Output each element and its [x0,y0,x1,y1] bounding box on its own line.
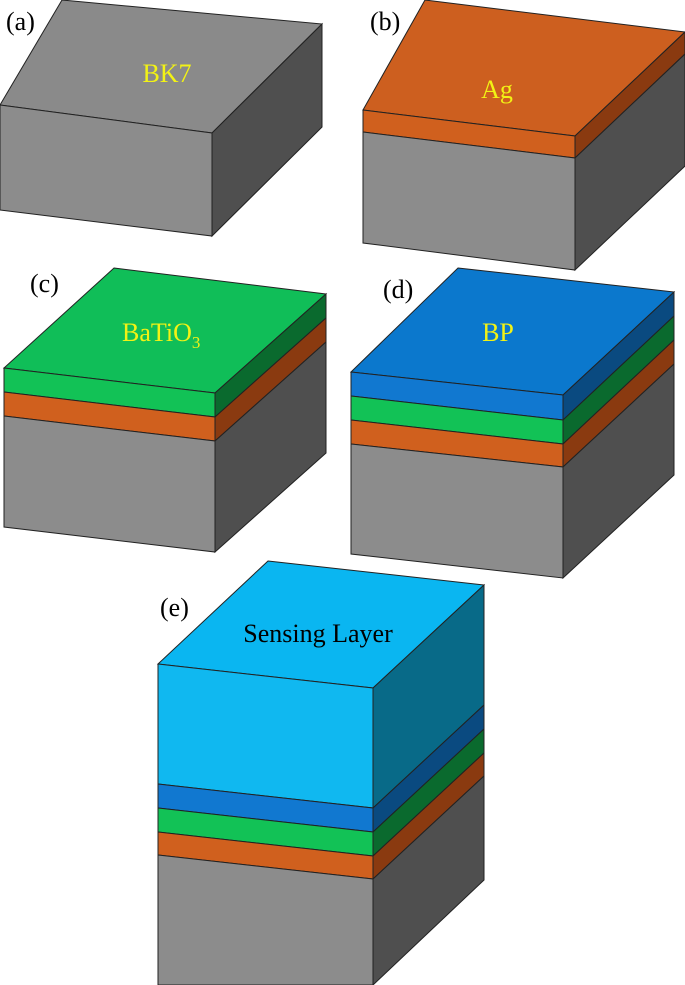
panel-e-label: (e) [160,593,189,622]
panel-d-layer-label: BP [482,318,514,347]
panel-c-layer-label: BaTiO3 [122,318,200,352]
panel-b: (b) Ag [362,0,685,272]
panel-e: (e) Sensing Layer [156,560,486,985]
panel-d: (d) BP [349,267,676,580]
panel-b-ag-side [574,31,685,160]
panel-e-sensing-front [157,663,374,809]
panel-e-layer-label: Sensing Layer [243,619,393,648]
panel-d-substrate-front [350,443,564,579]
panel-a-layer-label: BK7 [142,59,191,88]
panel-c-label: (c) [30,269,59,298]
panel-e-substrate-front [157,854,374,985]
panel-b-label: (b) [370,7,400,36]
panel-b-substrate-side [574,53,685,272]
panel-a: (a) BK7 [0,0,324,238]
panel-c: (c) BaTiO3 [2,267,328,554]
panel-b-layer-label: Ag [481,75,513,104]
panel-d-substrate-side [562,362,675,580]
panel-c-layer-label-subscript: 3 [192,333,201,352]
panel-a-side-face [211,22,323,238]
panel-c-substrate-side [214,340,327,554]
panel-d-label: (d) [383,275,413,304]
panel-c-layer-label-main: BaTiO [122,318,192,347]
panel-e-substrate-side [372,774,485,985]
panel-a-label: (a) [6,7,35,36]
